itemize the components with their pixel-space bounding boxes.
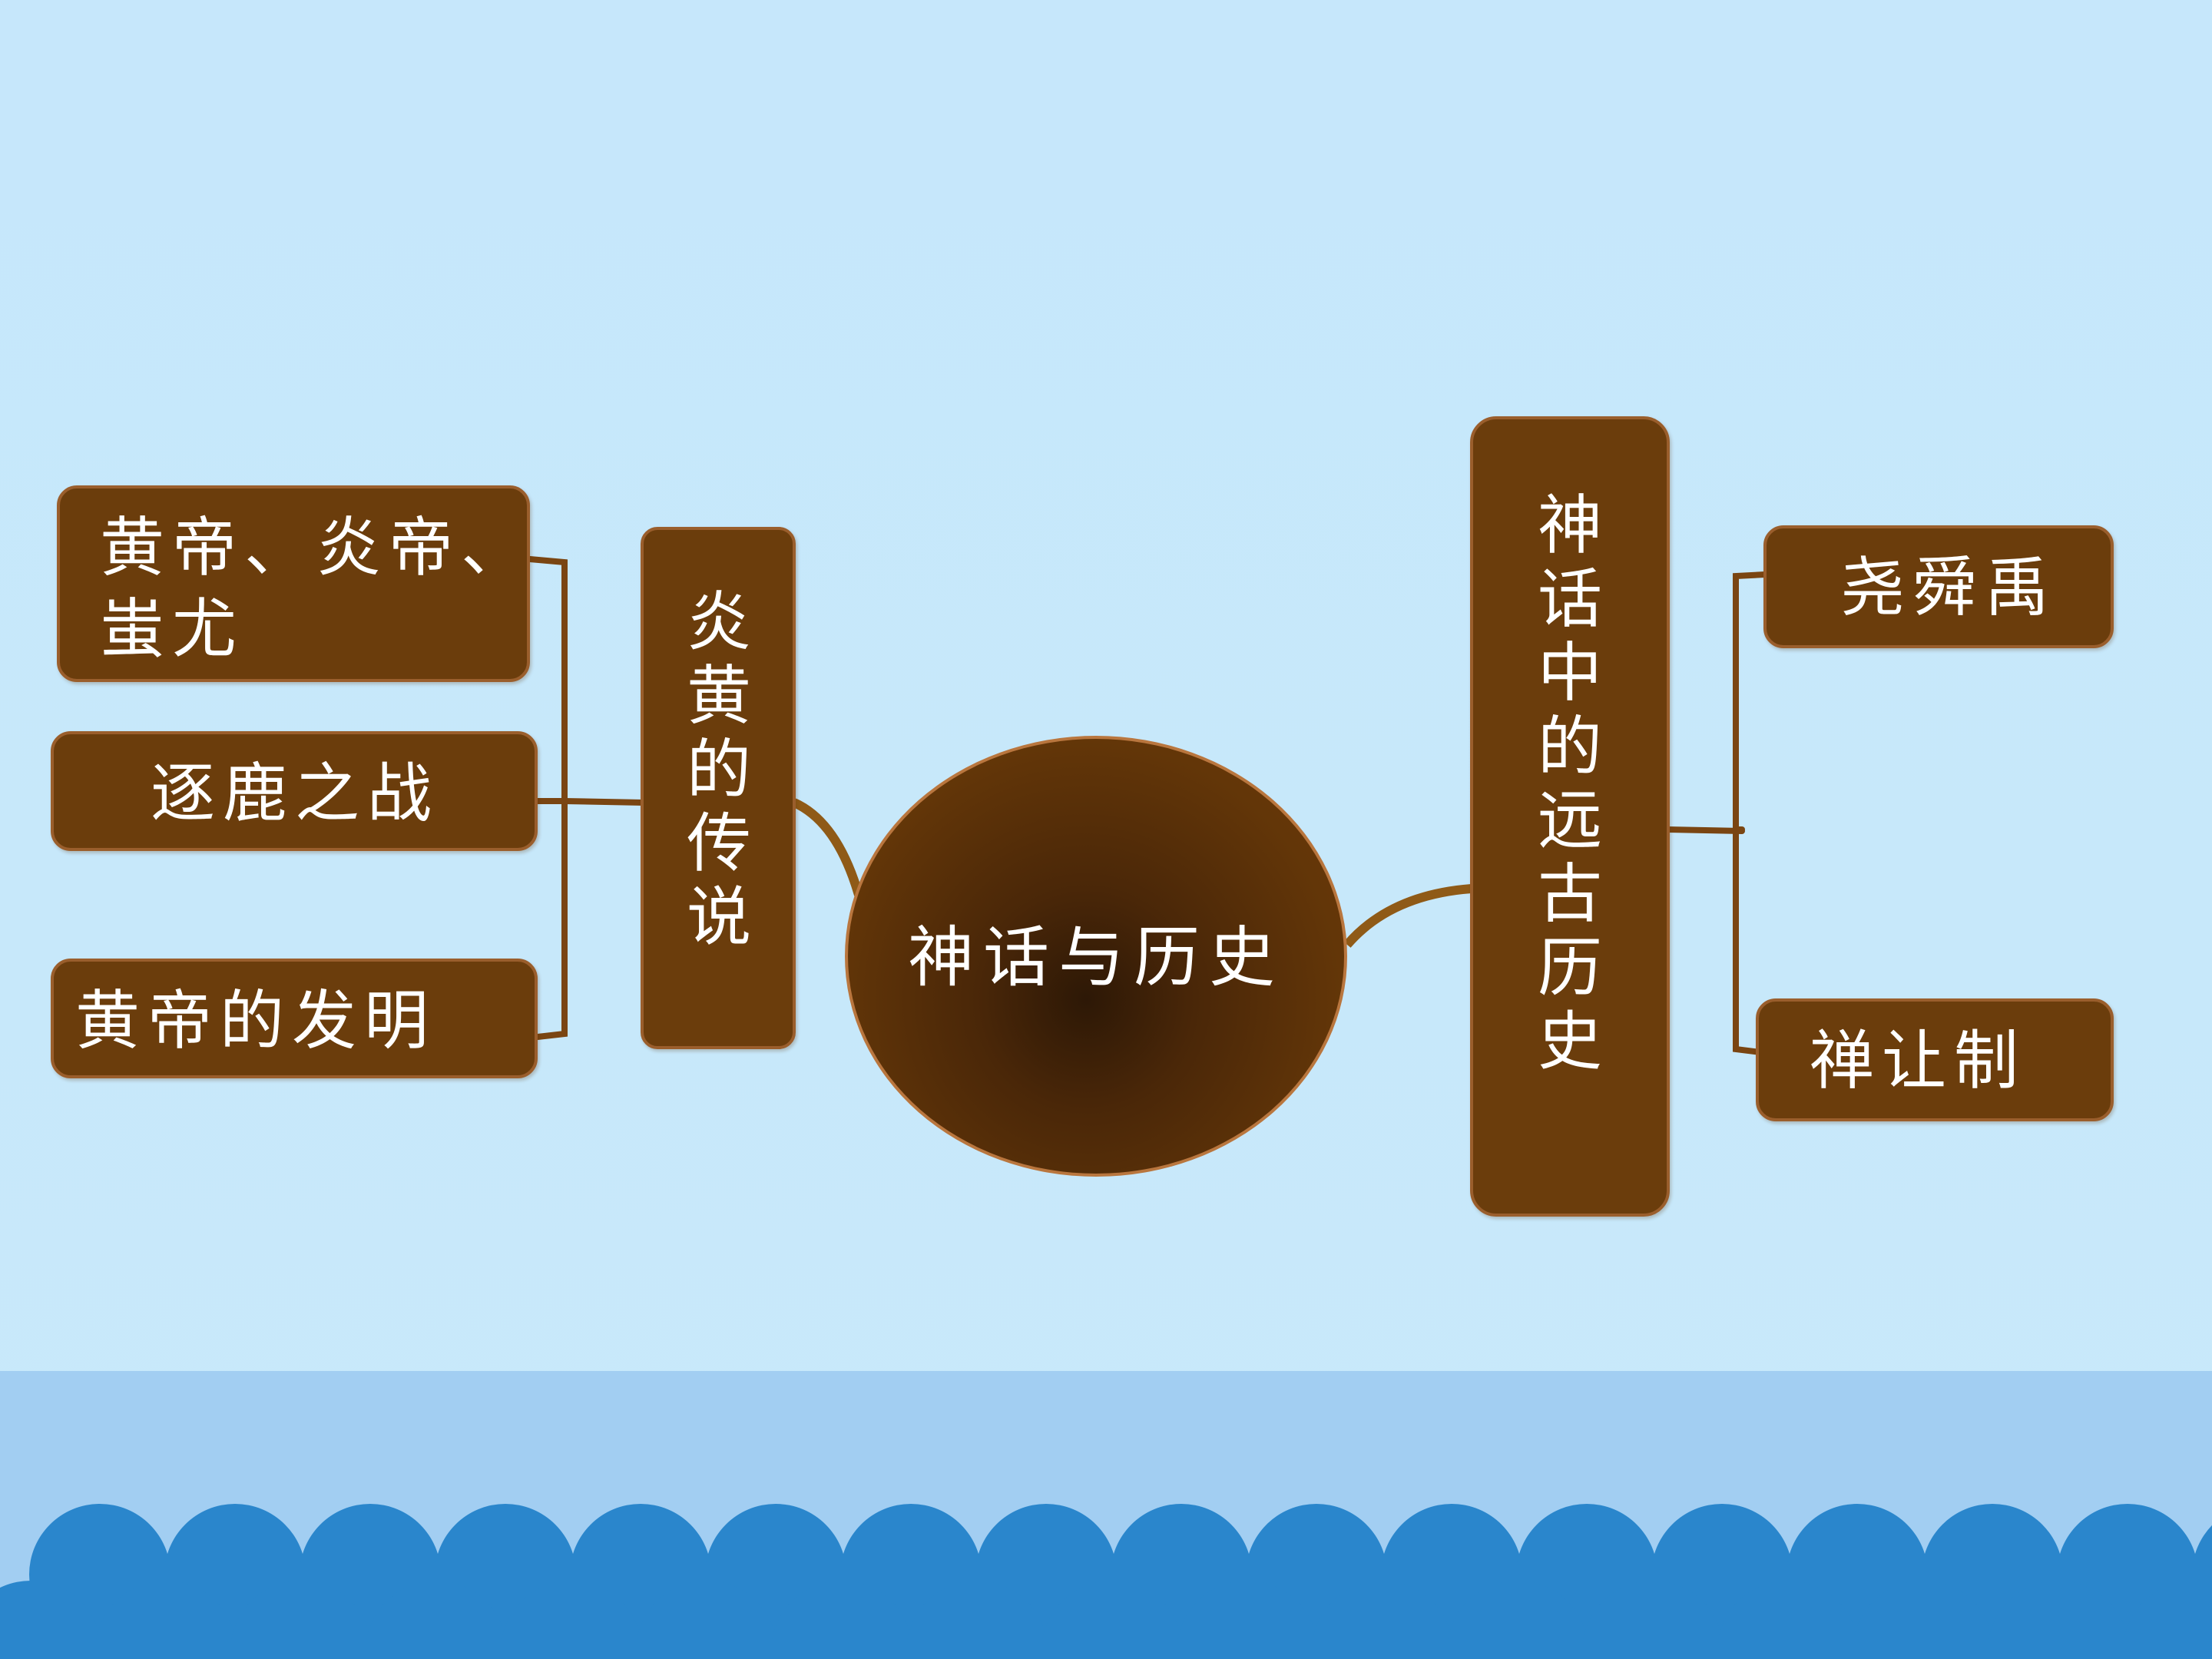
wave-front [1853,1581,1994,1659]
center-to-right-connector [1343,884,1472,948]
wave-front [906,1581,1048,1659]
left-to-center-connector [792,798,863,896]
wave-front [1582,1581,1724,1659]
node-yao-shun-yu: 尧舜禹 [1763,525,2114,648]
wave-front [501,1581,642,1659]
wave-front [636,1581,777,1659]
wave-front [1177,1581,1318,1659]
left-bracket-connector [527,556,647,1040]
center-label: 神话与历史 [908,919,1284,996]
wave-front [1447,1581,1588,1659]
wave-front [2123,1581,2212,1659]
wave-front [1717,1581,1859,1659]
wave-front [1988,1581,2129,1659]
wave-pattern [0,1504,2212,1659]
node-label-line1: 黄帝、炎帝、 [100,510,534,585]
right-bracket-connector [1665,571,1768,1055]
node-ancient-history: 神话中的远古历史 [1470,416,1670,1217]
node-label: 炎黄的传说 [686,584,751,955]
node-huangdi-inventions: 黄帝的发明 [51,959,538,1078]
node-label: 逐鹿之战 [151,756,440,831]
node-label-line2: 蚩尤 [100,591,245,667]
wave-base [0,1644,2212,1659]
node-zhulu-battle: 逐鹿之战 [51,731,538,851]
wave-front [0,1581,101,1659]
wave-front [366,1581,507,1659]
wave-front [771,1581,912,1659]
wave-front [230,1581,372,1659]
wave-front [1312,1581,1453,1659]
node-label: 尧舜禹 [1840,550,2058,625]
node-huangdi-yandi-chiyou: 黄帝、炎帝、 蚩尤 [57,485,530,682]
node-yanhuang-legend: 炎黄的传说 [641,527,796,1049]
node-abdication-system: 禅让制 [1756,998,2114,1121]
wave-front [95,1581,237,1659]
node-label: 禅让制 [1810,1023,2027,1098]
wave-front [1041,1581,1183,1659]
node-label: 神话中的远古历史 [1537,488,1602,1079]
node-label: 黄帝的发明 [75,983,437,1058]
center-node: 神话与历史 [845,736,1347,1177]
